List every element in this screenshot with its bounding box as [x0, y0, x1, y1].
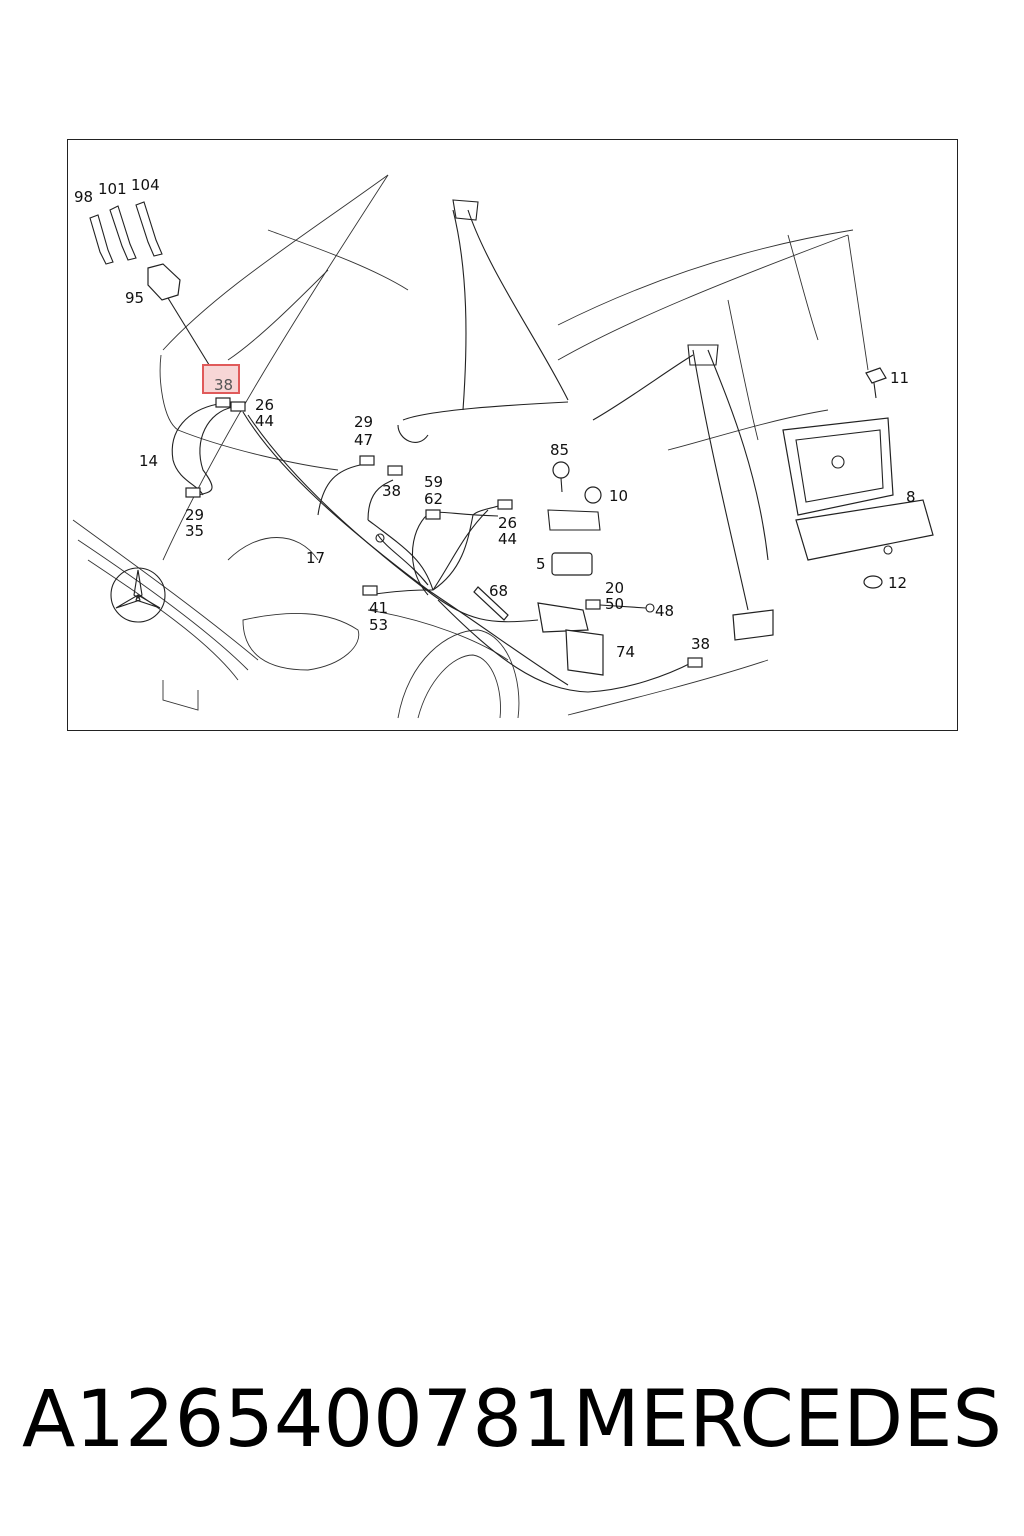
callout-17: 17 [306, 549, 325, 567]
callout-98: 98 [74, 188, 93, 206]
wiring-harness [171, 397, 703, 693]
callout-38b: 38 [691, 635, 710, 653]
callout-50: 50 [605, 595, 624, 613]
callout-48: 48 [655, 602, 674, 620]
mercedes-star-logo [110, 567, 166, 623]
callout-20: 20 [605, 579, 624, 597]
callout-95: 95 [125, 289, 144, 307]
callout-5: 5 [536, 555, 546, 573]
callout-10: 10 [609, 487, 628, 505]
callout-85: 85 [550, 441, 569, 459]
callout-8: 8 [906, 488, 916, 506]
callout-26a: 26 [255, 396, 274, 414]
connector-pins [89, 201, 163, 265]
callout-68: 68 [489, 582, 508, 600]
callout-11: 11 [890, 369, 909, 387]
bolts-and-nuts [552, 367, 893, 589]
callout-47: 47 [354, 431, 373, 449]
callout-44b: 44 [498, 530, 517, 548]
callout-14: 14 [139, 452, 158, 470]
callout-41: 41 [369, 599, 388, 617]
airbag-housing [782, 417, 934, 561]
callout-59: 59 [424, 473, 443, 491]
brand-name: MERCEDES [572, 1375, 1003, 1465]
highlight-box [202, 364, 240, 394]
callout-62: 62 [424, 490, 443, 508]
callout-29a: 29 [185, 506, 204, 524]
callout-29b: 29 [354, 413, 373, 431]
callout-44a: 44 [255, 412, 274, 430]
seat-belt-front [397, 199, 569, 443]
plug-housing [147, 263, 212, 369]
callout-12: 12 [888, 574, 907, 592]
callout-74: 74 [616, 643, 635, 661]
part-number: A1265400781 [22, 1375, 572, 1465]
seat-belt-rear [592, 344, 774, 641]
callout-101: 101 [98, 180, 127, 198]
callout-38-highlighted: 38 [214, 376, 233, 394]
callout-26b: 26 [498, 514, 517, 532]
sensor-unit [537, 509, 604, 676]
wiring-harness-diagram: 98 101 104 95 38 26 44 14 29 35 29 47 38… [72, 174, 934, 719]
footer: A1265400781 MERCEDES [0, 1370, 1024, 1470]
callout-labels: 98 101 104 95 38 26 44 14 29 35 29 47 38… [74, 176, 916, 661]
callout-35: 35 [185, 522, 204, 540]
parts-diagram-frame: 98 101 104 95 38 26 44 14 29 35 29 47 38… [67, 139, 958, 731]
callout-53: 53 [369, 616, 388, 634]
callout-38a: 38 [382, 482, 401, 500]
callout-104: 104 [131, 176, 160, 194]
